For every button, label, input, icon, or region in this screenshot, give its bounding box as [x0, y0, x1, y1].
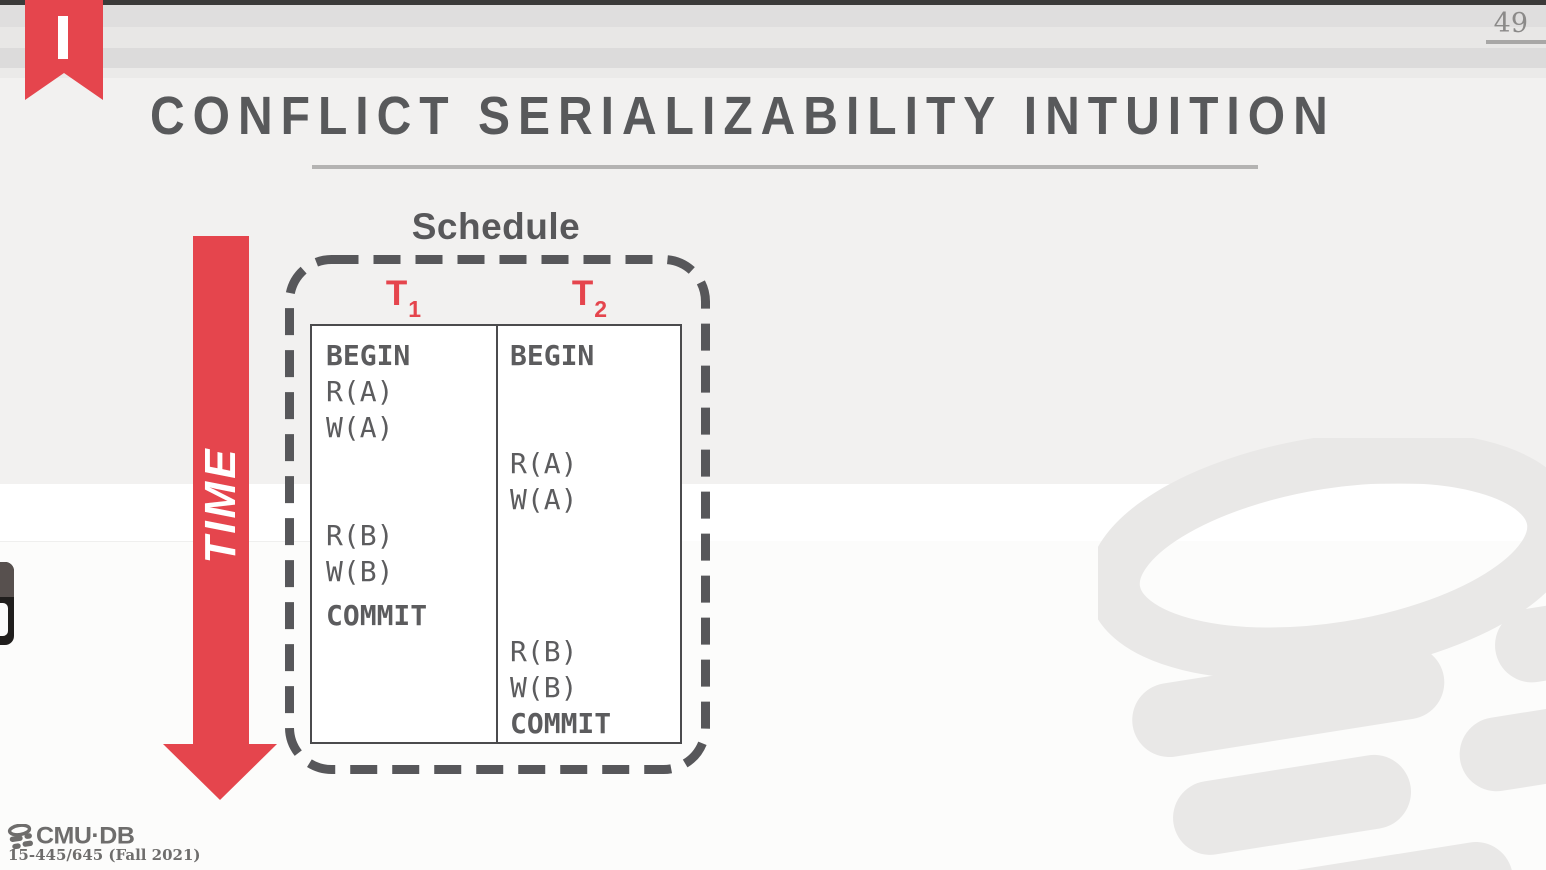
- cmu-db-logo: CMU·DB: [7, 822, 135, 851]
- schedule-dashed-border: [285, 255, 710, 774]
- title-underline: [312, 165, 1258, 169]
- course-label: 15-445/645 (Fall 2021): [8, 846, 201, 864]
- schedule-row: R(A): [312, 446, 680, 482]
- schedule-row: R(B): [312, 634, 680, 670]
- schedule-row: W(A): [312, 410, 680, 446]
- transaction-2-label: T2: [496, 274, 682, 322]
- schedule-cell-t2: [496, 554, 680, 590]
- schedule-row: W(B): [312, 554, 680, 590]
- schedule-cell-t1: W(B): [326, 555, 394, 588]
- schedule-row: W(A): [312, 482, 680, 518]
- schedule-cell-t1: [312, 706, 496, 742]
- cmu-db-logo-text: CMU·DB: [36, 822, 135, 850]
- txn-2-subscript: 2: [594, 296, 608, 322]
- database-logo-icon: [7, 823, 33, 849]
- txn-2-letter: T: [571, 274, 594, 313]
- video-overlay-top: [0, 562, 14, 597]
- schedule-cell-t2: COMMIT: [510, 707, 612, 740]
- schedule-cell-t2: R(A): [510, 447, 578, 480]
- time-arrow-label: TIME: [196, 446, 245, 564]
- txn-1-letter: T: [385, 274, 408, 313]
- slide-title: CONFLICT SERIALIZABILITY INTUITION: [150, 87, 1336, 147]
- time-arrow: [163, 236, 277, 800]
- schedule-row: BEGIN BEGIN: [312, 338, 680, 374]
- page-number-underline: [1486, 40, 1546, 44]
- schedule-cell-t2: R(B): [510, 635, 578, 668]
- schedule-cell-t1: [312, 634, 496, 670]
- txn-1-subscript: 1: [408, 296, 422, 322]
- page-number: 49: [1493, 8, 1528, 39]
- transaction-1-label: T1: [310, 274, 496, 322]
- video-overlay-screen: [0, 603, 8, 636]
- schedule-cell-t2: [496, 518, 680, 554]
- schedule-cell-t1: [312, 446, 496, 482]
- top-bar: [0, 0, 1546, 5]
- schedule-cell-t2: W(B): [510, 671, 578, 704]
- schedule-cell-t2: [496, 374, 680, 410]
- schedule-cell-t1: BEGIN: [326, 339, 411, 372]
- schedule-row: W(B): [312, 670, 680, 706]
- schedule-cell-t1: COMMIT: [326, 599, 428, 632]
- schedule-row: R(A): [312, 374, 680, 410]
- schedule-column-divider: [496, 326, 498, 742]
- background-band: [0, 27, 1546, 48]
- background-band: [0, 5, 1546, 27]
- schedule-row: COMMIT: [312, 598, 680, 634]
- schedule-cell-t1: [312, 670, 496, 706]
- schedule-cell-t2: [496, 410, 680, 446]
- schedule-row: COMMIT: [312, 706, 680, 742]
- schedule-cell-t1: [312, 482, 496, 518]
- schedule-cell-t2: BEGIN: [510, 339, 595, 372]
- schedule-cell-t2: [496, 598, 680, 634]
- schedule-cell-t2: W(A): [510, 483, 578, 516]
- schedule-row: R(B): [312, 518, 680, 554]
- database-cylinder-watermark: [1098, 438, 1546, 870]
- background-band: [0, 48, 1546, 68]
- schedule-cell-t1: W(A): [326, 411, 394, 444]
- schedule-cell-t1: R(A): [326, 375, 394, 408]
- video-overlay-edge[interactable]: [0, 562, 14, 645]
- schedule-heading: Schedule: [411, 206, 581, 247]
- schedule-cell-t1: R(B): [326, 519, 394, 552]
- ribbon-label: [58, 16, 68, 59]
- background-band: [0, 78, 1546, 484]
- background-band: [0, 68, 1546, 78]
